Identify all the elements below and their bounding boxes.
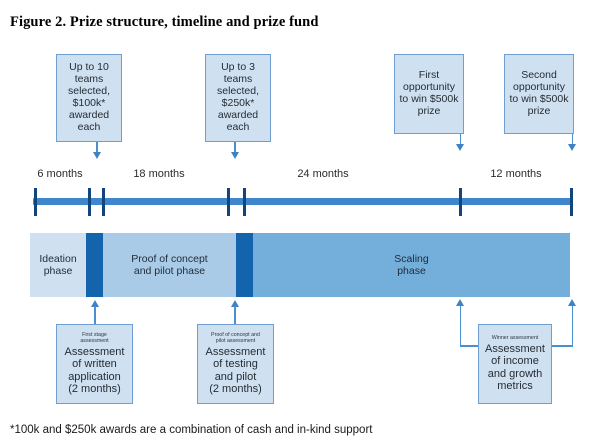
- callout-text: Second opportunity to win $500k prize: [509, 69, 569, 117]
- connector-line-winner-left-horizontal: [459, 345, 480, 347]
- phase-segment-ideation: Ideation phase: [30, 233, 86, 297]
- phase-segment-gate-1: [86, 233, 103, 297]
- callout-second-opportunity: Second opportunity to win $500k prize: [504, 54, 574, 134]
- callout-text: First opportunity to win $500k prize: [399, 69, 459, 117]
- connector-line-stage-1: [96, 142, 98, 157]
- phase-label: Scaling phase: [394, 252, 429, 277]
- arrow-up-icon-winner-left: [456, 299, 465, 306]
- callout-prize-stage-1: Up to 10 teams selected, $100k* awarded …: [56, 54, 122, 142]
- callout-assessment-written-application: First stage assessment Assessment of wri…: [56, 324, 133, 404]
- phase-label: Proof of concept and pilot phase: [131, 252, 208, 277]
- callout-sub-label: Winner assessment: [491, 335, 539, 342]
- connector-line-stage-2: [234, 142, 236, 157]
- timeline-label-1: 18 months: [133, 168, 185, 180]
- callout-text: Assessment of income and growth metrics: [485, 342, 545, 393]
- timeline-tick-6m: [88, 188, 92, 216]
- timeline-tick-48m: [459, 188, 463, 216]
- arrow-down-icon-first-opportunity: [456, 144, 465, 151]
- phase-segment-proof-of-concept: Proof of concept and pilot phase: [103, 233, 236, 297]
- timeline-axis: [33, 198, 573, 205]
- timeline-tick-end: [570, 188, 574, 216]
- callout-prize-stage-2: Up to 3 teams selected, $250k* awarded e…: [205, 54, 271, 142]
- callout-assessment-income-growth: Winner assessment Assessment of income a…: [478, 324, 552, 404]
- callout-first-opportunity: First opportunity to win $500k prize: [394, 54, 464, 134]
- arrow-down-icon-second-opportunity: [568, 144, 577, 151]
- callout-text: Assessment of written application (2 mon…: [64, 345, 125, 396]
- timeline-tick-24m: [227, 188, 231, 216]
- timeline-label-0: 6 months: [37, 168, 83, 180]
- timeline-tick-start: [34, 188, 38, 216]
- connector-line-winner-left-vertical: [459, 305, 462, 346]
- callout-sub-label: Proof of concept and pilot assessment: [211, 332, 260, 345]
- arrow-down-icon-stage-1: [92, 152, 101, 159]
- phase-label: Ideation phase: [39, 252, 77, 277]
- callout-text: Up to 10 teams selected, $100k* awarded …: [67, 61, 111, 133]
- callout-text: Up to 3 teams selected, $250k* awarded e…: [216, 61, 260, 133]
- callout-text: Assessment of testing and pilot (2 month…: [205, 345, 266, 396]
- timeline-tick-gate1: [102, 188, 106, 216]
- phase-segment-scaling: Scaling phase: [253, 233, 570, 297]
- connector-line-winner-right-vertical: [571, 305, 574, 346]
- callout-sub-label: First stage assessment: [80, 332, 109, 345]
- phase-segment-gate-2: [236, 233, 253, 297]
- figure-title: Figure 2. Prize structure, timeline and …: [10, 14, 319, 30]
- connector-line-winner-right-horizontal: [551, 345, 573, 347]
- connector-line-assessment-1: [94, 306, 96, 324]
- callout-assessment-testing-pilot: Proof of concept and pilot assessment As…: [197, 324, 274, 404]
- timeline-label-2: 24 months: [297, 168, 349, 180]
- arrow-up-icon-assessment-1: [90, 300, 99, 307]
- timeline-label-3: 12 months: [490, 168, 542, 180]
- connector-line-assessment-2: [234, 306, 236, 324]
- arrow-up-icon-winner-right: [568, 299, 577, 306]
- figure-footnote: *100k and $250k awards are a combination…: [10, 424, 373, 436]
- arrow-up-icon-assessment-2: [230, 300, 239, 307]
- phase-bar: Ideation phase Proof of concept and pilo…: [30, 233, 570, 297]
- timeline-tick-gate2: [243, 188, 247, 216]
- connector-line-first-opportunity: [459, 134, 462, 148]
- arrow-down-icon-stage-2: [230, 152, 239, 159]
- connector-line-second-opportunity: [571, 134, 574, 148]
